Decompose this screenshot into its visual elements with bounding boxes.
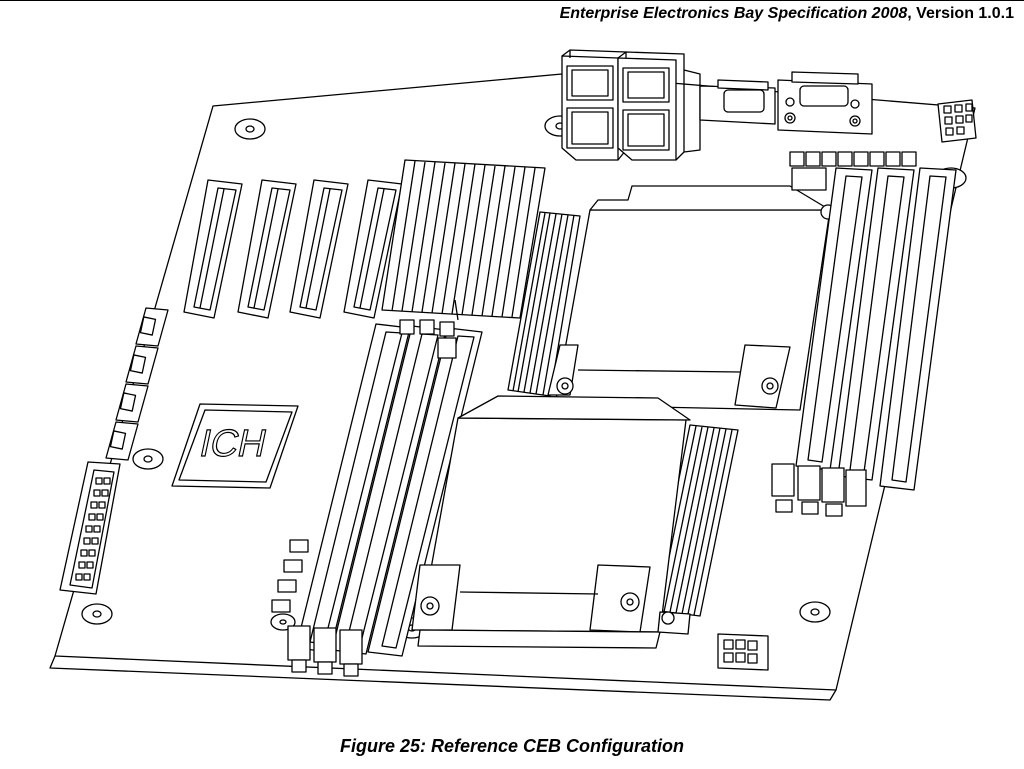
- sata-connectors: [106, 308, 168, 460]
- spec-version: , Version 1.0.1: [907, 5, 1014, 22]
- pcie-slots: [184, 180, 402, 318]
- dimm-slots-right: [772, 152, 956, 516]
- ich-label: ICH: [196, 422, 270, 465]
- cpu1-heatsink: [548, 186, 835, 410]
- serial-connectors: [700, 72, 872, 134]
- cpu1-side-fins: [508, 212, 580, 396]
- upper-heatsink: [382, 160, 545, 320]
- cpu2-heatsink: [412, 396, 738, 648]
- aux-power-header-bottom: [718, 634, 768, 670]
- ceb-diagram: ICH: [0, 28, 1024, 718]
- document-title: Enterprise Electronics Bay Specification…: [560, 5, 1014, 23]
- spec-title: Enterprise Electronics Bay Specification…: [559, 5, 908, 22]
- dimm-slots-left: [272, 320, 482, 676]
- figure-caption: Figure 25: Reference CEB Configuration: [339, 736, 685, 756]
- aux-power-header-top: [938, 100, 976, 142]
- ich-chip: [172, 404, 298, 488]
- main-power-connector: [60, 462, 120, 594]
- motherboard-illustration: ICH: [0, 28, 1024, 718]
- page-header: Enterprise Electronics Bay Specification…: [0, 0, 1024, 27]
- rj45-connectors: [562, 50, 700, 160]
